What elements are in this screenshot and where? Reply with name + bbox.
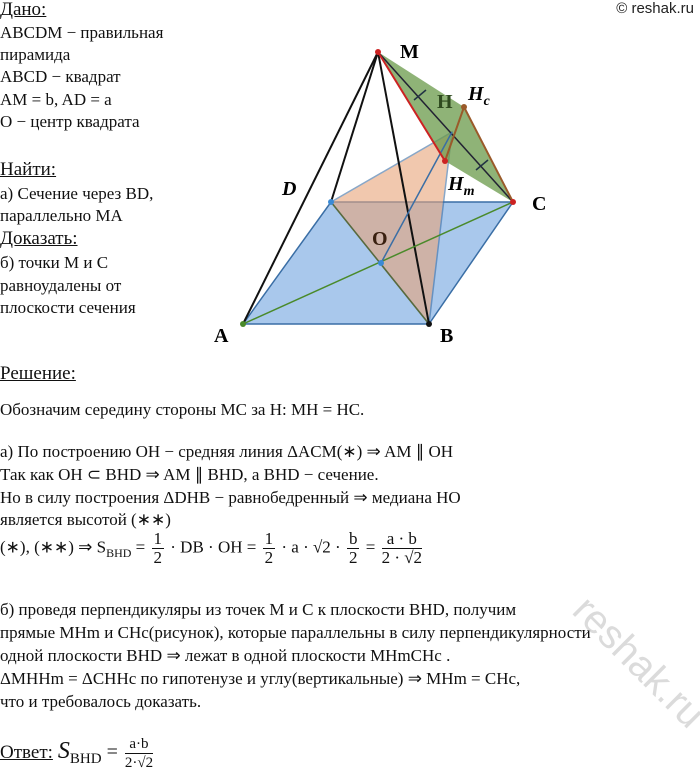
label-C: C	[532, 193, 546, 215]
find-title: Найти:	[0, 159, 57, 180]
given-line: пирамида	[0, 45, 71, 64]
label-Hm: Hm	[447, 173, 475, 199]
prove-title: Доказать:	[0, 228, 78, 249]
solution-line: Обозначим середину стороны MC за H: MH =…	[0, 400, 365, 419]
diagonal-watermark: reshak.ru	[564, 587, 700, 737]
label-M: M	[400, 41, 419, 63]
given-line: O − центр квадрата	[0, 112, 140, 131]
given-line: ABCDM − правильная	[0, 23, 164, 42]
segment-MHm	[377, 51, 446, 162]
label-B: B	[440, 325, 453, 347]
prove-line: б) точки M и C	[0, 253, 109, 272]
edge-MB	[377, 51, 430, 325]
given-title: Дано:	[0, 0, 47, 20]
solution-line: является высотой (∗∗)	[0, 510, 171, 529]
solution-line: Но в силу построения ΔDHB − равнобедренн…	[0, 488, 461, 507]
prove-line: равноудалены от	[0, 276, 122, 295]
segment-HcHm	[444, 106, 465, 162]
solution-title: Решение:	[0, 363, 76, 384]
solution-line: Так как OH ⊂ BHD ⇒ AM ∥ BHD, а BHD − сеч…	[0, 465, 379, 484]
edge-MA	[242, 51, 379, 325]
part-b-line: что и требовалось доказать.	[0, 692, 202, 711]
edge-MD	[330, 51, 379, 203]
find-line: параллельно MA	[0, 206, 123, 225]
segment-CHc	[463, 106, 514, 203]
label-A: A	[214, 325, 229, 347]
part-b-line: б) проведя перпендикуляры из точек M и C…	[0, 600, 517, 619]
given-line: ABCD − квадрат	[0, 67, 121, 86]
label-O: O	[372, 228, 388, 250]
part-b-line: ΔMHHm = ΔCHHc по гипотенузе и углу(верти…	[0, 669, 521, 688]
label-H: H	[437, 91, 453, 113]
label-Hc: Hc	[467, 83, 491, 109]
prove-line: плоскости сечения	[0, 298, 136, 317]
tick-1	[413, 89, 427, 101]
pyramid-figure: M H Hc Hm D C O A B	[214, 41, 546, 347]
label-D: D	[281, 178, 296, 200]
edge-MC	[377, 51, 514, 203]
part-b-line: прямые MHm и CHc(рисунок), которые парал…	[0, 623, 591, 642]
watermark: © reshak.ru	[616, 0, 694, 17]
part-b-line: одной плоскости BHD ⇒ лежат в одной плос…	[0, 646, 451, 665]
find-line: а) Сечение через BD,	[0, 184, 154, 203]
tick-2	[475, 159, 489, 171]
solution-line: а) По построению OH − средняя линия ΔACM…	[0, 442, 454, 461]
given-line: AM = b, AD = a	[0, 90, 112, 109]
